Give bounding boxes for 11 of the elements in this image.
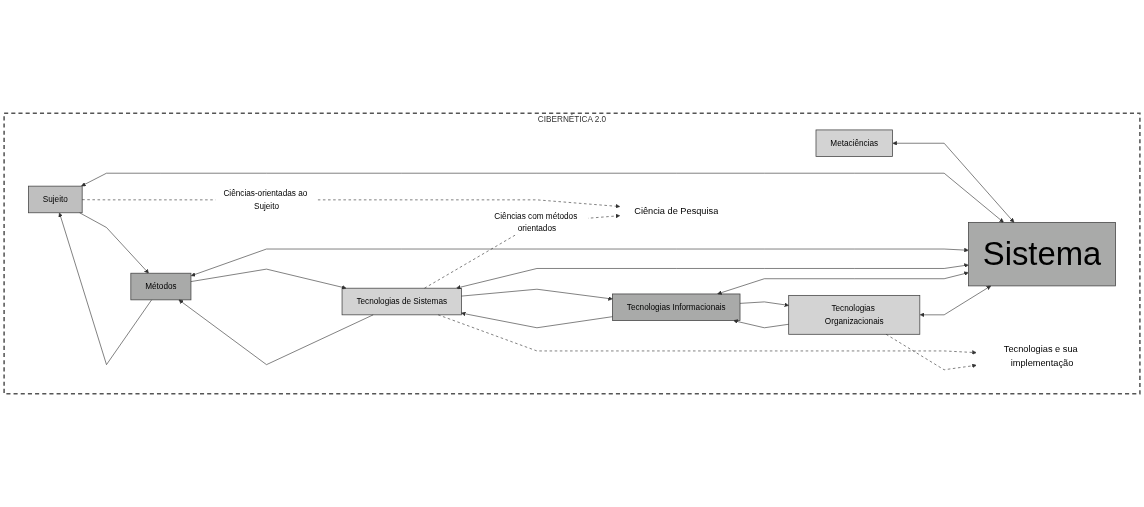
edge-label: Ciências-orientadas ao Sujeito: [223, 189, 308, 211]
node-box: Tecnologias Organizacionais: [788, 295, 921, 335]
node-box: Métodos: [130, 272, 192, 301]
node-box: Tecnologias Informacionais: [612, 293, 741, 321]
node-text: Ciência de Pesquisa: [634, 205, 719, 216]
node-box: Sujeito: [28, 185, 83, 214]
node-box: Sistema: [968, 222, 1116, 287]
node-text: Tecnologias e sua implementação: [1003, 343, 1078, 368]
node-box: Tecnologias de Sistemas: [341, 287, 462, 316]
node-box: Metaciências: [815, 129, 893, 157]
edge-label: Ciências com métodos orientados: [494, 211, 578, 233]
